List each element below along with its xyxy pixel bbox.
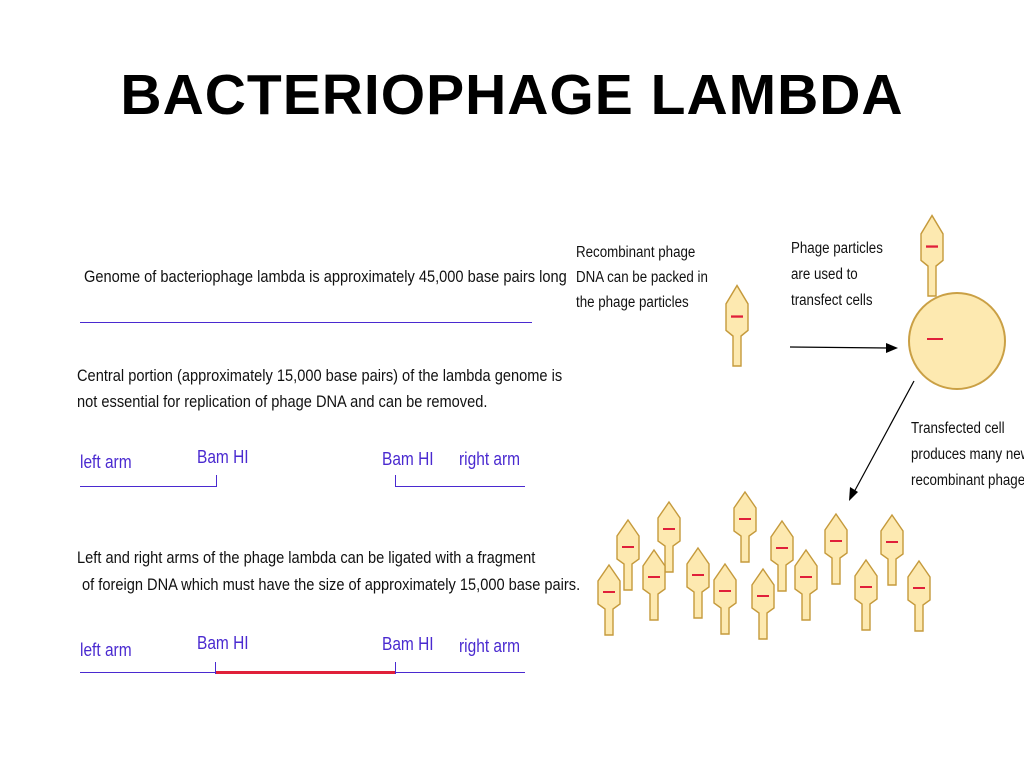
recombinant-phage-text-1: Recombinant phage: [576, 244, 696, 261]
left-arm-label-2: left arm: [80, 640, 132, 660]
recombinant-phage-text-3: the phage particles: [576, 294, 689, 311]
phage-icon: [880, 514, 904, 586]
phage-icon: [794, 549, 818, 621]
bamhi-right-label: Bam HI: [382, 449, 434, 469]
phage-particles-text-1: Phage particles: [791, 240, 883, 257]
bamhi-left-label: Bam HI: [197, 447, 249, 467]
phage-icon: [713, 563, 737, 635]
recombinant-phage-text-2: DNA can be packed in: [576, 269, 708, 286]
left-arm-label: left arm: [80, 452, 132, 472]
ligation-text-line2: of foreign DNA which must have the size …: [82, 575, 581, 594]
arrow-to-phages-head: [849, 487, 858, 501]
phage-icon: [597, 564, 621, 636]
right-arm-label: right arm: [459, 449, 521, 469]
phage-icon: [854, 559, 878, 631]
bamhi-right-tick-2: [395, 662, 396, 674]
right-arm-line-2: [396, 672, 525, 673]
arrow-to-cell-head: [886, 343, 898, 353]
bamhi-right-label-2: Bam HI: [382, 634, 434, 654]
arrow-to-cell: [789, 346, 889, 349]
bamhi-left-tick-2: [215, 662, 216, 674]
phage-particles-text-3: transfect cells: [791, 292, 873, 309]
arrow-to-phages: [852, 380, 915, 495]
transfected-cell-text-2: produces many new: [911, 446, 1024, 463]
phage-icon: [733, 491, 757, 563]
transfected-cell: [908, 292, 1006, 390]
phage-icon: [751, 568, 775, 640]
central-portion-text-line2: not essential for replication of phage D…: [77, 392, 488, 411]
foreign-dna-insert-line: [216, 671, 396, 674]
phage-particles-text-2: are used to: [791, 266, 858, 283]
bamhi-left-label-2: Bam HI: [197, 633, 249, 653]
right-arm-label-2: right arm: [459, 636, 521, 656]
left-arm-line-2: [80, 672, 217, 673]
transfected-cell-text-1: Transfected cell: [911, 420, 1005, 437]
recombinant-phage-icon: [724, 284, 750, 368]
bamhi-left-tick: [216, 475, 217, 487]
phage-icon: [616, 519, 640, 591]
page-title: BACTERIOPHAGE LAMBDA: [120, 63, 904, 127]
injecting-phage-icon: [919, 214, 945, 298]
phage-icon: [907, 560, 931, 632]
phage-icon: [642, 549, 666, 621]
genome-text: Genome of bacteriophage lambda is approx…: [84, 267, 567, 286]
left-arm-line: [80, 486, 217, 487]
right-arm-line: [395, 486, 525, 487]
phage-icon: [686, 547, 710, 619]
full-genome-line: [80, 322, 532, 323]
phage-icon: [770, 520, 794, 592]
bamhi-right-tick: [395, 475, 396, 487]
phage-progeny-cluster: [597, 491, 931, 640]
central-portion-text-line1: Central portion (approximately 15,000 ba…: [77, 366, 563, 385]
transfected-cell-text-3: recombinant phages: [911, 472, 1024, 489]
ligation-text-line1: Left and right arms of the phage lambda …: [77, 548, 536, 567]
phage-icon: [824, 513, 848, 585]
